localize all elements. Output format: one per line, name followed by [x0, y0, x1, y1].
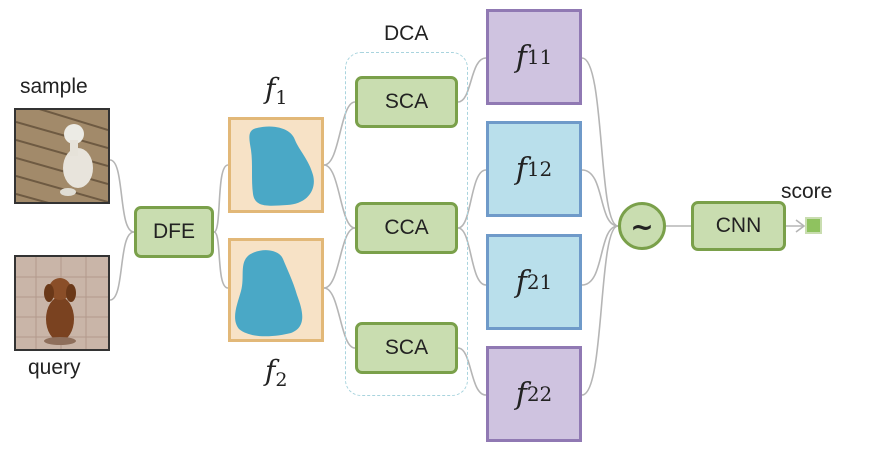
score-output-square: [805, 217, 822, 234]
cca-node: CCA: [355, 202, 458, 254]
connector-f22-combine: [581, 225, 619, 396]
connector-query-dfe: [109, 231, 135, 301]
arrow-head-icon: [795, 219, 806, 233]
feature-blob-icon: [235, 250, 303, 337]
connector-dfe-f2: [213, 231, 229, 289]
sample-dog-photo-icon: [16, 110, 108, 202]
combine-node: ~: [618, 202, 666, 250]
score-label: score: [781, 180, 833, 203]
connector-cca-f12: [457, 169, 487, 229]
connector-f21-combine: [581, 225, 619, 286]
dca-label: DCA: [384, 22, 429, 45]
connector-f2-cca: [323, 227, 356, 289]
connector-f11-combine: [581, 57, 619, 227]
dfe-node: DFE: [134, 206, 214, 258]
query-image: [14, 255, 110, 351]
feature-blob-icon: [249, 126, 314, 206]
query-dog-photo-icon: [16, 257, 108, 349]
sca-bottom-node: SCA: [355, 322, 458, 374]
sample-image: [14, 108, 110, 204]
connector-f1-sca-top: [323, 101, 356, 166]
connector-cca-f21: [457, 227, 487, 286]
sample-label: sample: [20, 75, 88, 98]
connector-dfe-f1: [213, 164, 229, 233]
feature-map-f1: [228, 117, 324, 213]
connector-sca-top-f11: [457, 57, 487, 103]
f2-label: f2: [265, 354, 288, 391]
connector-sca-bottom-f22: [457, 347, 487, 396]
query-label: query: [28, 356, 81, 379]
dca-group-border: [345, 52, 468, 396]
f1-label: f1: [265, 72, 288, 109]
cnn-node: CNN: [691, 201, 786, 251]
connector-sample-dfe: [109, 159, 135, 233]
sca-top-node: SCA: [355, 76, 458, 128]
connector-f12-combine: [581, 169, 619, 227]
connector-f1-cca: [323, 164, 356, 229]
connector-f2-sca-bottom: [323, 287, 356, 349]
feature-map-f2: [228, 238, 324, 342]
